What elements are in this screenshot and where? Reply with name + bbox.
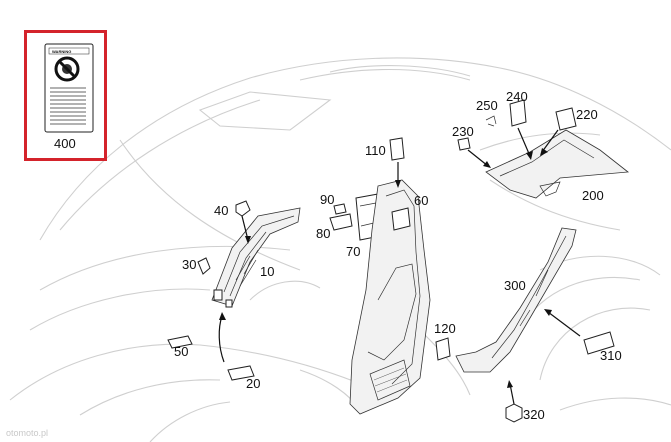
part-40-clip[interactable]: 40 [214,200,251,244]
part-20-pad[interactable]: 20 [218,312,260,391]
callout-40: 40 [214,203,228,218]
callout-50: 50 [174,344,188,359]
part-120-clip[interactable]: 120 [434,321,456,361]
callout-300: 300 [504,278,526,293]
callout-80: 80 [316,226,330,241]
part-300-sill-trim[interactable]: 300 [455,227,577,373]
callout-70: 70 [346,244,360,259]
part-230-clip[interactable]: 230 [452,124,491,168]
car-outline [9,57,671,442]
part-320-nut[interactable]: 320 [505,380,545,423]
part-90-clip[interactable]: 90 [320,192,347,215]
callout-200: 200 [582,188,604,203]
part-30-clip[interactable]: 30 [182,257,211,275]
watermark-text: otomoto.pl [6,428,48,438]
part-220-clip[interactable]: 220 [540,107,598,156]
part-200-rear-trim[interactable]: 200 [485,129,630,203]
callout-240: 240 [506,89,528,104]
callout-320: 320 [523,407,545,422]
part-250-clip[interactable]: 250 [476,98,498,127]
callout-60: 60 [414,193,428,208]
callout-310: 310 [600,348,622,363]
callout-20: 20 [246,376,260,391]
label-warning-text: WARNING [52,49,71,54]
part-50-pad[interactable]: 50 [167,335,193,359]
part-10-a-pillar-trim[interactable]: 10 [211,207,301,308]
part-80-clip[interactable]: 80 [316,213,353,241]
part-110-clip[interactable]: 110 [365,137,405,188]
callout-400: 400 [54,136,76,151]
callout-220: 220 [576,107,598,122]
callout-10: 10 [260,264,274,279]
part-400-label[interactable]: WARNING 400 [24,30,107,161]
callout-120: 120 [434,321,456,336]
callout-110: 110 [365,143,386,158]
part-310-clip-plate[interactable]: 310 [544,309,622,363]
callout-30: 30 [182,257,196,272]
highlight-box [24,30,107,161]
callout-250: 250 [476,98,498,113]
callout-90: 90 [320,192,334,207]
callout-230: 230 [452,124,474,139]
part-240-bracket[interactable]: 240 [506,89,533,160]
part-60-b-pillar-trim[interactable]: 60 [349,179,431,415]
